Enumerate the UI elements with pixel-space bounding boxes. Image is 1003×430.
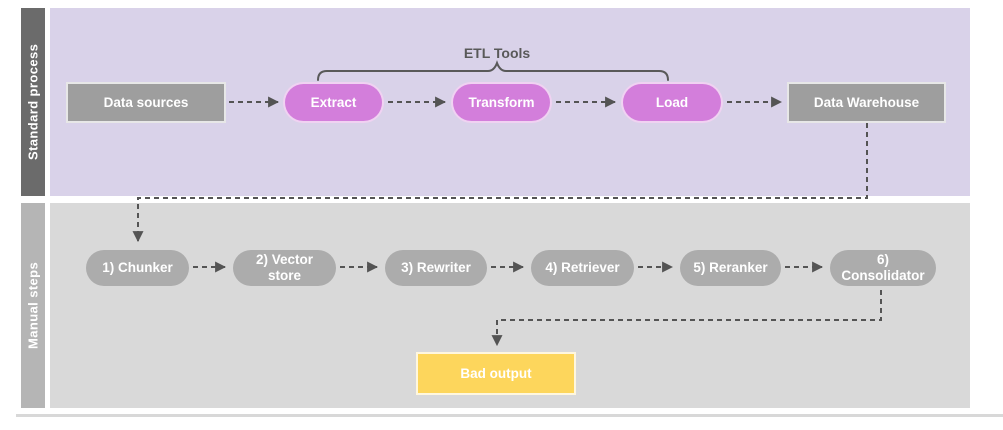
node-load: Load	[621, 82, 723, 123]
node-rewriter: 3) Rewriter	[383, 248, 489, 288]
node-transform: Transform	[451, 82, 552, 123]
node-retriever: 4) Retriever	[529, 248, 636, 288]
node-extract: Extract	[283, 82, 384, 123]
node-consolidator: 6) Consolidator	[828, 248, 938, 288]
node-chunker: 1) Chunker	[84, 248, 191, 288]
bottom-divider	[16, 414, 1003, 417]
node-data-sources: Data sources	[66, 82, 226, 123]
node-vector-store: 2) Vector store	[231, 248, 338, 288]
node-reranker: 5) Reranker	[678, 248, 783, 288]
standard-process-lane-label: Standard process	[21, 8, 45, 196]
node-bad-output: Bad output	[416, 352, 576, 395]
etl-tools-label: ETL Tools	[463, 45, 531, 61]
manual-steps-lane-label: Manual steps	[21, 203, 45, 408]
node-data-warehouse: Data Warehouse	[787, 82, 946, 123]
